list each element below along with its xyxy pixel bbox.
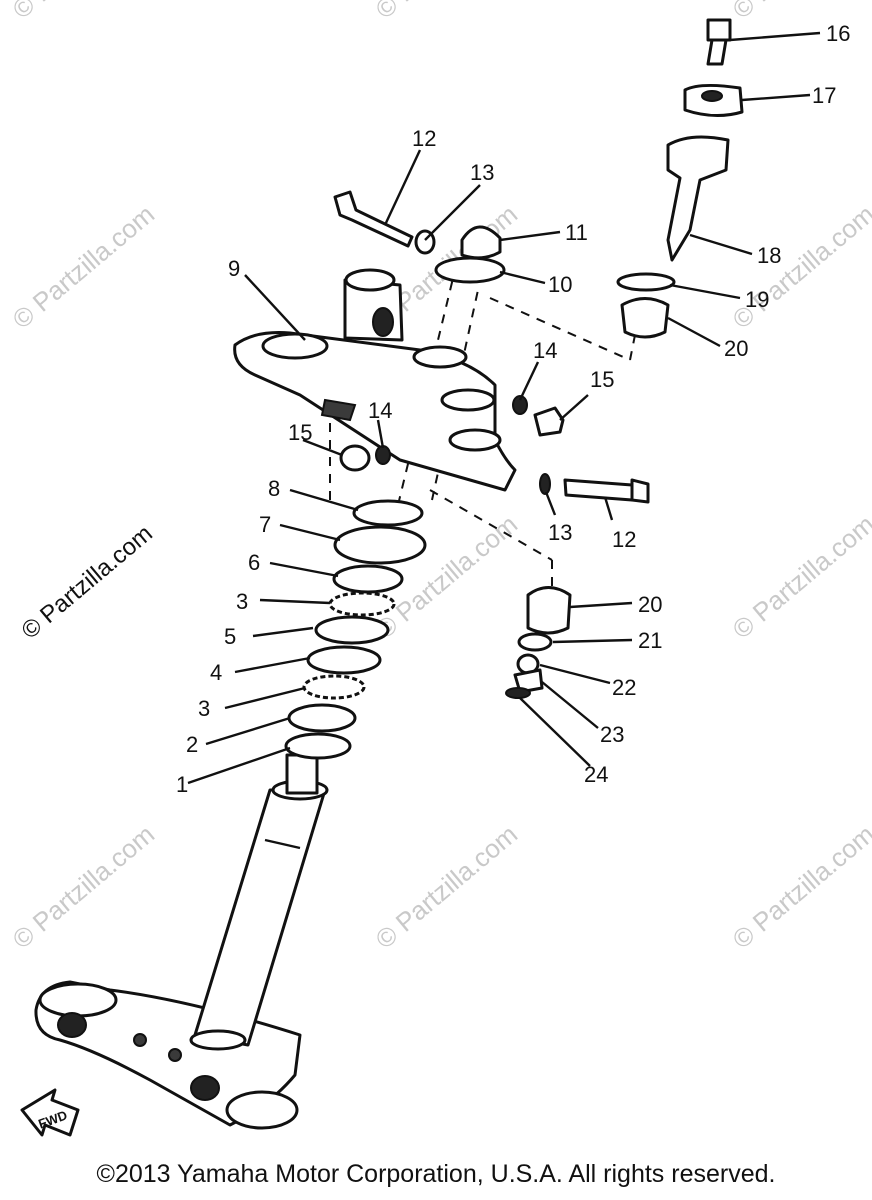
watermark: © Partzilla.com (370, 819, 523, 955)
callout-4: 4 (210, 660, 222, 685)
handlebar-holder (616, 18, 744, 339)
watermark: © Partzilla.com (7, 0, 160, 25)
callout-12: 12 (412, 126, 436, 151)
callout-13: 13 (548, 520, 572, 545)
bearing-stack (284, 499, 427, 760)
watermark: © Partzilla.com (727, 199, 872, 335)
callout-13: 13 (470, 160, 494, 185)
callout-24: 24 (584, 762, 608, 787)
callout-18: 18 (757, 243, 781, 268)
callout-14: 14 (533, 338, 557, 363)
watermark: © Partzilla.com (7, 819, 160, 955)
watermark: © Partzilla.com (370, 0, 523, 25)
callout-15: 15 (288, 420, 312, 445)
callout-labels: 16 17 12 13 11 18 9 10 19 20 14 15 14 15… (176, 21, 850, 797)
watermark: © Partzilla.com (727, 509, 872, 645)
callout-11: 11 (565, 220, 588, 245)
fwd-arrow-icon: FWD (20, 1088, 80, 1137)
callout-14: 14 (368, 398, 392, 423)
callout-21: 21 (638, 628, 662, 653)
callout-17: 17 (812, 83, 836, 108)
callout-19: 19 (745, 287, 769, 312)
callout-3: 3 (198, 696, 210, 721)
watermark-layer: © Partzilla.com © Partzilla.com © Partzi… (7, 0, 872, 955)
callout-5: 5 (224, 624, 236, 649)
watermark-side: © Partzilla.com (17, 520, 158, 645)
callout-6: 6 (248, 550, 260, 575)
callout-20: 20 (724, 336, 748, 361)
callout-1: 1 (176, 772, 188, 797)
callout-2: 2 (186, 732, 198, 757)
copyright-notice: ©2013 Yamaha Motor Corporation, U.S.A. A… (96, 1160, 776, 1188)
callout-12: 12 (612, 527, 636, 552)
callout-8: 8 (268, 476, 280, 501)
hardware (333, 190, 650, 699)
watermark: © Partzilla.com (7, 199, 160, 335)
callout-23: 23 (600, 722, 624, 747)
callout-20: 20 (638, 592, 662, 617)
leader-lines (187, 31, 821, 785)
callout-7: 7 (259, 512, 271, 537)
callout-22: 22 (612, 675, 636, 700)
callout-15: 15 (590, 367, 614, 392)
callout-9: 9 (228, 256, 240, 281)
upper-bracket (233, 268, 517, 492)
callout-3: 3 (236, 589, 248, 614)
callout-16: 16 (826, 21, 850, 46)
callout-10: 10 (548, 272, 572, 297)
steering-stem-assembly (34, 753, 329, 1130)
watermark: © Partzilla.com (727, 819, 872, 955)
